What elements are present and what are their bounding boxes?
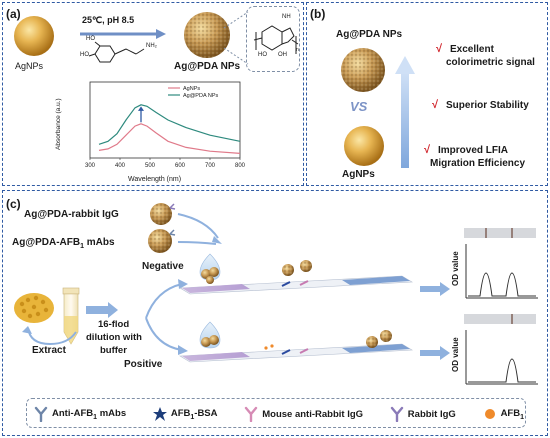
spectrum-frame: [89, 81, 241, 159]
pda-ho: HO: [258, 52, 267, 58]
negative-strip: [179, 253, 413, 295]
panel-b-pda-particle: [341, 48, 385, 92]
legend-row: Anti-AFB1 mAbs AFB1-BSA Mouse anti-Rabbit …: [34, 405, 524, 423]
dopamine-nh2: NH₂: [146, 43, 157, 49]
legend-afb1-icon: [484, 409, 495, 419]
spectrum-xtick-label: 500: [145, 163, 156, 169]
probe-afb1-label: Ag@PDA-AFB1 mAbs: [12, 237, 115, 251]
legend-mouse-anti-rabbit: Mouse anti-Rabbit IgG: [244, 406, 363, 422]
dilution-line-3: buffer: [100, 345, 127, 356]
dopamine-ho-top: HO: [86, 36, 95, 42]
agnp-particle: [14, 16, 54, 56]
probe-afb1-particle: [148, 229, 176, 253]
pda-nh: NH: [282, 14, 291, 20]
spectrum-xlabel: Wavelength (nm): [128, 176, 182, 183]
negative-od-label: OD value: [451, 251, 460, 286]
positive-od-plot: [464, 314, 538, 385]
sample-tube: [62, 287, 80, 345]
positive-strip: [179, 321, 413, 363]
spectrum-xtick-label: 300: [85, 163, 96, 169]
extract-label: Extract: [32, 345, 66, 356]
spectrum-xtick-label: 400: [115, 163, 126, 169]
panel-a-label: (a): [6, 7, 21, 21]
legend-afb1-label: AFB1: [500, 407, 524, 421]
panel-a: [2, 2, 304, 186]
spectrum-line-agnp: [98, 123, 241, 154]
positive-label: Positive: [124, 359, 163, 370]
vs-mark: VS: [350, 99, 368, 114]
panel-b-top-label: Ag@PDA NPs: [336, 29, 403, 40]
pda-structure-box: [246, 6, 300, 72]
pda-n: n: [296, 47, 299, 53]
negative-label: Negative: [142, 261, 184, 272]
dopamine-ho-bottom: HO: [80, 52, 89, 58]
panel-b-ag-particle: [344, 126, 384, 166]
reaction-condition: 25℃, pH 8.5: [82, 15, 135, 25]
advantage-1-line1: Excellent: [450, 44, 494, 55]
check-1: √: [436, 43, 443, 55]
spectrum-xtick-label: 600: [175, 163, 186, 169]
negative-od-plot: [464, 228, 538, 299]
dopamine-structure: [88, 41, 145, 63]
negative-result-arrow: [420, 282, 450, 296]
pda-structure: [253, 25, 299, 54]
spectrum-xtick-label: 800: [235, 163, 246, 169]
legend-anti-afb1-label: Anti-AFB1 mAbs: [52, 407, 127, 421]
legend-afb1-bsa-label: AFB1-BSA: [170, 407, 218, 421]
ag-pda-label: Ag@PDA NPs: [174, 61, 241, 72]
panel-c: [2, 190, 548, 436]
spectrum-xtick-label: 700: [205, 163, 216, 169]
corn-sample: [14, 293, 54, 323]
panel-b-bottom-label: AgNPs: [342, 169, 375, 180]
check-2: √: [432, 99, 439, 111]
pda-oh: OH: [278, 52, 287, 58]
spectrum-ylabel: Absorbance (a.u.): [55, 98, 62, 150]
advantage-3-line2: Migration Efficiency: [430, 158, 526, 169]
dilution-line-2: dilution with: [86, 332, 142, 343]
improvement-arrow: [395, 56, 415, 168]
panel-b: [306, 2, 548, 186]
advantage-1-line2: colorimetric signal: [446, 57, 535, 68]
spectrum-legend-label: AgNPs: [183, 86, 200, 92]
advantage-2: Superior Stability: [446, 100, 529, 111]
legend-box: [26, 398, 526, 428]
check-3: √: [424, 144, 431, 156]
dilution-line-1: 16-flod: [98, 319, 130, 330]
spectrum-line-ag-pda: [98, 104, 241, 145]
legend-rabbit-igg-icon: [390, 406, 403, 422]
probe-rabbit-particle: [150, 203, 176, 225]
probe-flow-arrows: [177, 213, 222, 245]
legend-afb1-bsa-icon: [152, 407, 167, 421]
advantage-3-line1: Improved LFIA: [438, 145, 509, 156]
extract-arrow: [22, 326, 77, 346]
probe-rabbit-igg-label: Ag@PDA-rabbit IgG: [24, 209, 119, 220]
agnp-label: AgNPs: [15, 61, 44, 71]
spectrum-shift-arrowhead: [138, 106, 144, 111]
legend-mouse-anti-rabbit-icon: [245, 406, 258, 422]
panel-b-label: (b): [310, 7, 326, 21]
panel-c-label: (c): [6, 197, 21, 211]
legend-afb1: AFB1: [483, 406, 524, 422]
positive-od-label: OD value: [451, 337, 460, 372]
legend-mouse-anti-rabbit-label: Mouse anti-Rabbit IgG: [262, 408, 364, 420]
branch-arrows: [145, 279, 188, 355]
ag-pda-particle: [184, 12, 230, 58]
legend-afb1-bsa: AFB1-BSA: [152, 406, 218, 422]
pda-zoom-lines: [223, 11, 249, 65]
dilution-arrow: [86, 302, 118, 318]
spectrum-legend-label: Ag@PDA NPs: [183, 93, 218, 99]
positive-result-arrow: [420, 346, 450, 360]
legend-rabbit-igg: Rabbit IgG: [390, 406, 456, 422]
legend-anti-afb1-icon: [34, 406, 48, 422]
legend-anti-afb1: Anti-AFB1 mAbs: [34, 406, 126, 422]
legend-rabbit-igg-label: Rabbit IgG: [407, 408, 456, 420]
reaction-arrow: [80, 29, 166, 39]
